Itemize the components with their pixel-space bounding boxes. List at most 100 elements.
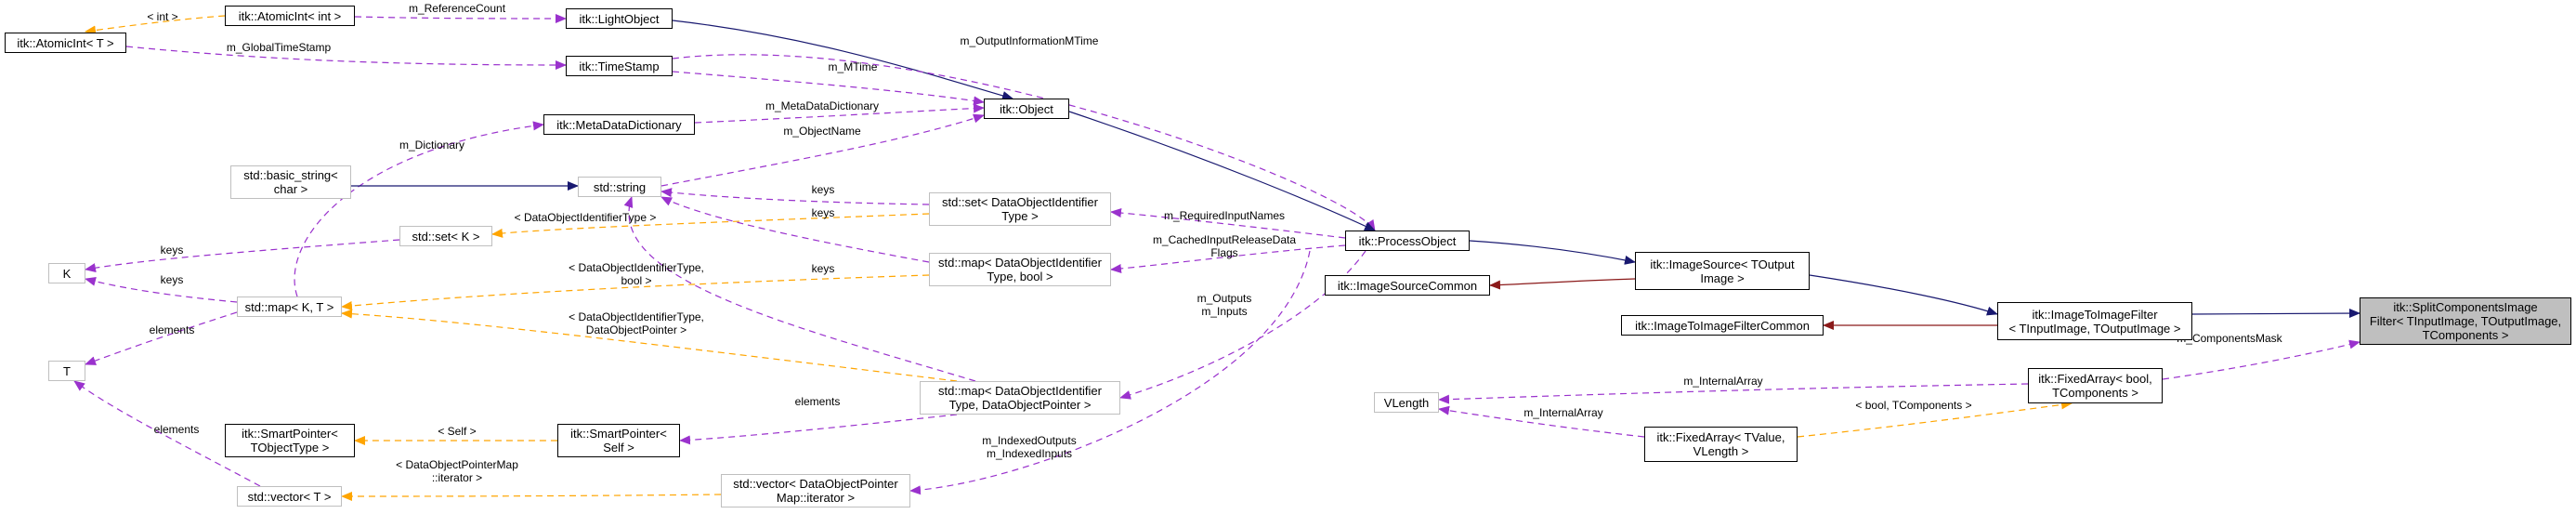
node-image-to-image-filter-common[interactable]: itk::ImageToImageFilterCommon — [1621, 315, 1824, 336]
edge-label: keys — [812, 183, 835, 196]
edge-label: keys — [161, 273, 184, 286]
edge-label: keys — [812, 206, 835, 219]
node-label-line: itk::MetaDataDictionary — [556, 117, 682, 132]
edge-atomicint-t-to-timestamp — [125, 46, 567, 70]
node-process-object[interactable]: itk::ProcessObject — [1345, 231, 1470, 251]
node-label-line: itk::FixedArray< TValue, — [1656, 430, 1785, 444]
edge-string-to-map-doi-bool — [660, 196, 930, 263]
edge-map-doi-bool-to-processobject — [1110, 244, 1346, 273]
node-fixed-array-tvalue[interactable]: itk::FixedArray< TValue,VLength > — [1644, 427, 1798, 462]
edge-label: < DataObjectIdentifierType > — [515, 211, 657, 224]
node-label-line: itk::SmartPointer< — [242, 427, 338, 441]
node-t[interactable]: T — [48, 361, 85, 381]
edge-label: < DataObjectIdentifierType, — [569, 310, 704, 323]
edge-label: m_RequiredInputNames — [1164, 209, 1285, 222]
edge-timestamp-to-object — [672, 71, 985, 106]
node-meta-data-dictionary[interactable]: itk::MetaDataDictionary — [543, 114, 695, 135]
edge-label: m_IndexedInputs — [987, 447, 1072, 460]
edge-label: m_Dictionary — [399, 138, 464, 152]
node-label-line: Type, DataObjectPointer > — [948, 398, 1092, 412]
node-image-to-image-filter[interactable]: itk::ImageToImageFilter< TInputImage, TO… — [1997, 302, 2192, 340]
node-label-line: VLength — [1383, 395, 1430, 410]
node-label-line: T — [63, 363, 71, 378]
node-light-object[interactable]: itk::LightObject — [566, 8, 673, 29]
edge-label: < int > — [147, 10, 177, 23]
edge-map-kt-to-metadatadictionary — [294, 121, 544, 297]
node-smart-pointer-t[interactable]: itk::SmartPointer<TObjectType > — [225, 424, 355, 457]
node-label-line: TComponents > — [2052, 386, 2138, 400]
node-label-line: char > — [273, 182, 308, 196]
node-set-k[interactable]: std::set< K > — [399, 226, 492, 246]
edge-fixedarray-bool-to-split — [2162, 339, 2360, 380]
node-k[interactable]: K — [48, 263, 85, 283]
edge-vlength-to-fixedarray-bool — [1438, 383, 2029, 404]
edge-label: m_IndexedOutputs — [982, 434, 1076, 447]
node-label-line: itk::SmartPointer< — [570, 427, 667, 441]
node-label-line: std::map< DataObjectIdentifier — [938, 256, 1102, 270]
node-time-stamp[interactable]: itk::TimeStamp — [566, 56, 673, 76]
edge-vector-doi-to-processobject — [909, 250, 1311, 495]
node-label-line: itk::ImageSourceCommon — [1337, 278, 1478, 293]
node-map-kt[interactable]: std::map< K, T > — [237, 297, 342, 317]
node-object[interactable]: itk::Object — [984, 99, 1069, 119]
edge-string-to-set-doi — [660, 188, 930, 205]
node-label-line: TObjectType > — [250, 441, 330, 455]
node-label-line: std::string — [593, 179, 647, 194]
edge-label: m_GlobalTimeStamp — [227, 41, 332, 54]
node-label-line: std::set< K > — [412, 229, 480, 244]
edge-map-kt-to-map-doi-ptr — [341, 309, 958, 382]
node-label-line: < TInputImage, TOutputImage > — [2008, 321, 2181, 336]
node-std-string[interactable]: std::string — [578, 177, 661, 197]
node-label-line: itk::AtomicInt< T > — [17, 35, 114, 50]
node-label-line: itk::AtomicInt< int > — [238, 8, 342, 23]
node-vlength[interactable]: VLength — [1374, 392, 1439, 413]
node-label-line: Type > — [1001, 209, 1039, 223]
edge-label: m_Inputs — [1201, 305, 1247, 318]
edge-atomicint-int-to-atomicint-t — [85, 15, 226, 35]
node-label-line: std::basic_string< — [243, 168, 338, 182]
node-atomic-int-int[interactable]: itk::AtomicInt< int > — [225, 6, 355, 26]
edge-k-to-map-kt — [85, 276, 238, 303]
node-label-line: Filter< TInputImage, TOutputImage, — [2369, 314, 2562, 328]
edge-processobject-to-imagesource — [1469, 240, 1636, 265]
node-label-line: Map::iterator > — [776, 491, 856, 505]
edge-label: < bool, TComponents > — [1855, 399, 1971, 412]
edge-label: < Self > — [438, 425, 476, 438]
edge-label: m_CachedInputReleaseData — [1153, 233, 1296, 246]
edge-label: m_ComponentsMask — [2177, 332, 2282, 345]
edge-label: m_MTime — [829, 60, 878, 73]
edge-atomicint-to-lightobject — [354, 13, 567, 23]
node-smart-pointer-self[interactable]: itk::SmartPointer<Self > — [557, 424, 680, 457]
node-vector-t[interactable]: std::vector< T > — [237, 486, 342, 507]
node-label-line: itk::ImageSource< TOutput — [1650, 257, 1795, 271]
edge-imagetoimagefilter-to-split — [2191, 309, 2360, 319]
node-basic-string[interactable]: std::basic_string<char > — [230, 165, 351, 199]
node-label-line: itk::Object — [1000, 101, 1053, 116]
edge-label: elements — [150, 323, 195, 336]
edge-t-to-vector-t — [73, 380, 261, 487]
edge-label: < DataObjectPointerMap — [396, 458, 518, 471]
edge-t-to-map-kt — [85, 311, 238, 365]
node-atomic-int-t[interactable]: itk::AtomicInt< T > — [5, 33, 126, 53]
edge-lightobject-to-object — [672, 20, 1013, 100]
node-label-line: itk::ImageToImageFilter — [2032, 307, 2158, 322]
node-label-line: std::map< K, T > — [244, 299, 334, 314]
edge-label: m_InternalArray — [1683, 375, 1762, 388]
edge-smartptr-self-to-map-doi-ptr — [679, 414, 958, 445]
edge-vector-t-to-vector-doi — [341, 491, 722, 501]
node-image-source-common[interactable]: itk::ImageSourceCommon — [1325, 275, 1490, 296]
edge-fixedarray-tvalue-to-fixedarray-bool — [1797, 400, 2073, 438]
edge-label: bool > — [621, 274, 651, 287]
node-fixed-array-bool[interactable]: itk::FixedArray< bool,TComponents > — [2028, 368, 2163, 403]
node-label-line: std::vector< DataObjectPointer — [733, 477, 898, 491]
edge-imagesourcecommon-to-imagesource — [1489, 278, 1636, 290]
node-label-line: std::vector< T > — [247, 489, 332, 504]
node-label-line: itk::SplitComponentsImage — [2393, 300, 2538, 314]
